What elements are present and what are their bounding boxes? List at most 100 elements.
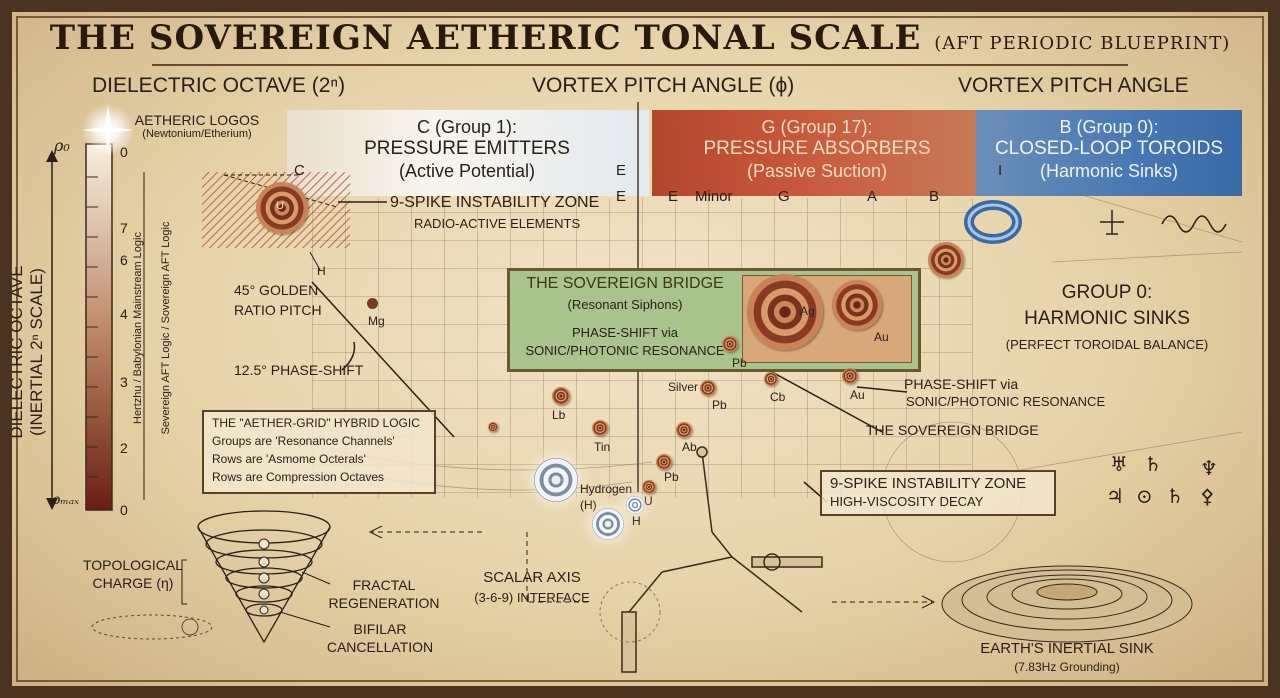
grid-vertical-line xyxy=(477,198,478,498)
bifilar-cancellation: BIFILAR CANCELLATION xyxy=(320,620,440,656)
h-label: H xyxy=(632,514,641,528)
bridge-l1: PHASE-SHIFT via xyxy=(572,325,678,340)
element-coin-tin xyxy=(592,420,608,436)
hydrogen-label: Hydrogen xyxy=(580,482,633,496)
scalar-l2: (3-6-9) INTERFACE xyxy=(474,590,590,605)
note-e2: E xyxy=(616,188,627,205)
bridge-sub: (Resonant Siphons) xyxy=(567,297,683,312)
grid-vertical-line xyxy=(972,198,973,498)
group-g-label: G (Group 17): PRESSURE ABSORBERS (Passiv… xyxy=(682,116,952,182)
phase-shift-l2: SONIC/PHOTONIC RESONANCE xyxy=(906,394,1106,409)
group-c-label: C (Group 1): PRESSURE EMITTERS (Active P… xyxy=(327,116,607,182)
tick-6: 6 xyxy=(120,252,128,268)
group0-l1: GROUP 0: xyxy=(1061,282,1153,303)
grid-vertical-line xyxy=(444,198,445,498)
ab-label: Ab xyxy=(682,440,697,454)
title-rule xyxy=(152,64,1128,66)
note-minor: Minor xyxy=(695,188,733,205)
group-b-line1: B (Group 0): xyxy=(1059,117,1159,137)
tin-label: Tin xyxy=(594,440,611,454)
tick-0-top: 0 xyxy=(120,144,128,160)
tick-7: 7 xyxy=(120,220,128,236)
group-c-line1: C (Group 1): xyxy=(416,117,518,137)
earth-sink: EARTH'S INERTIAL SINK (7.83Hz Grounding) xyxy=(967,640,1167,676)
grid-horizontal-line xyxy=(312,408,972,409)
tick-0-bottom: 0 xyxy=(120,502,128,518)
pb-label-2: Pb xyxy=(712,398,727,412)
gold-siphon-coil xyxy=(832,280,882,330)
logos-title: AETHERIC LOGOS xyxy=(134,112,260,128)
bifilar-l2: CANCELLATION xyxy=(326,639,434,655)
cb-label: Cb xyxy=(770,390,786,404)
uranus-symbol-icon: ♅ xyxy=(1110,452,1128,476)
aether-grid-l2: Groups are 'Resonance Channels' xyxy=(212,434,395,448)
note-a: A xyxy=(867,188,878,205)
dielectric-label-1: DIELECTRIC OCTAVE xyxy=(7,265,26,439)
pb-label-3: Pb xyxy=(664,470,679,484)
saturn-symbol-icon: ♄ xyxy=(1144,452,1162,476)
grid-horizontal-line xyxy=(312,492,972,493)
element-coin-lb xyxy=(552,387,570,405)
fractal-regeneration: FRACTAL REGENERATION xyxy=(324,576,444,612)
uranium-spiral xyxy=(256,182,308,234)
logos-sub: (Newtonium/Etherium) xyxy=(142,128,252,140)
group0-label: GROUP 0: HARMONIC SINKS (PERFECT TOROIDA… xyxy=(992,280,1222,358)
group0-l2: HARMONIC SINKS xyxy=(1024,308,1190,329)
bridge-title: THE SOVEREIGN BRIDGE xyxy=(526,275,724,292)
note-c: C xyxy=(294,162,305,179)
golden-ratio-2: RATIO PITCH xyxy=(234,302,322,318)
scalar-l1: SCALAR AXIS xyxy=(483,569,581,586)
element-coin-pb1 xyxy=(722,336,738,352)
topological-charge: TOPOLOGICAL CHARGE (η) xyxy=(78,556,188,592)
note-e1: E xyxy=(616,162,627,179)
header-dielectric: DIELECTRIC OCTAVE (2ⁿ) xyxy=(92,74,346,97)
element-coin-ab xyxy=(676,422,692,438)
earth-l1: EARTH'S INERTIAL SINK xyxy=(980,640,1154,657)
viscosity-l1: 9-SPIKE INSTABILITY ZONE xyxy=(830,475,1027,492)
element-coin-u xyxy=(642,480,656,494)
fractal-l2: REGENERATION xyxy=(328,595,440,611)
topological-l1: TOPOLOGICAL xyxy=(82,557,184,573)
grid-vertical-line xyxy=(939,198,940,498)
viscosity-l2: HIGH-VISCOSITY DECAY xyxy=(830,494,984,509)
element-coin-cb xyxy=(764,372,778,386)
band-toroids xyxy=(976,110,1242,196)
hydrogen-coil xyxy=(534,458,578,502)
grid-horizontal-line xyxy=(312,240,972,241)
group-b-label: B (Group 0): CLOSED-LOOP TOROIDS (Harmon… xyxy=(978,116,1240,182)
radioactive-label: RADIO-ACTIVE ELEMENTS xyxy=(414,216,581,231)
aether-grid-l3: Rows are 'Asmome Octerals' xyxy=(212,452,366,466)
grid-vertical-line xyxy=(312,198,313,498)
ceres-symbol-icon: ⚴ xyxy=(1200,484,1215,508)
group-g-line2: PRESSURE ABSORBERS xyxy=(703,138,931,159)
mg-label: Mg xyxy=(368,314,385,328)
topological-l2: CHARGE (η) xyxy=(92,575,174,591)
tick-4: 4 xyxy=(120,306,128,322)
aether-grid-box: THE "AETHER-GRID" HYBRID LOGIC Groups ar… xyxy=(202,410,436,494)
element-coin-silver xyxy=(700,380,716,396)
grid-vertical-line xyxy=(411,198,412,498)
grid-horizontal-line xyxy=(312,380,972,381)
note-g: G xyxy=(778,188,790,205)
earth-sink-disc xyxy=(941,565,1193,643)
group-b-line2: CLOSED-LOOP TOROIDS xyxy=(994,138,1224,159)
grid-vertical-line xyxy=(345,198,346,498)
group0-l3: (PERFECT TOROIDAL BALANCE) xyxy=(1005,337,1209,352)
group-b-line3: (Harmonic Sinks) xyxy=(1039,161,1179,181)
hydrogen-symbol: (H) xyxy=(580,498,597,512)
hydrogen-mid-coil xyxy=(592,508,624,540)
silver-label: Silver xyxy=(668,380,699,394)
title-main: THE SOVEREIGN AETHERIC TONAL SCALE xyxy=(49,18,922,58)
aetheric-logos: AETHERIC LOGOS (Newtonium/Etherium) xyxy=(122,112,272,140)
neptune-symbol-icon: ♆ xyxy=(1200,456,1218,480)
band-pressure-absorbers xyxy=(652,110,976,196)
phase-125-label: 12.5° PHASE-SHIFT xyxy=(234,362,364,378)
grid-horizontal-line xyxy=(312,436,972,437)
element-coin-small xyxy=(488,422,498,432)
fractal-l1: FRACTAL xyxy=(352,577,416,593)
note-e3: E xyxy=(668,188,679,205)
scalar-apparatus xyxy=(621,446,823,673)
bifilar-l1: BIFILAR xyxy=(353,621,407,637)
jupiter-symbol-icon: ♃ xyxy=(1106,484,1124,508)
